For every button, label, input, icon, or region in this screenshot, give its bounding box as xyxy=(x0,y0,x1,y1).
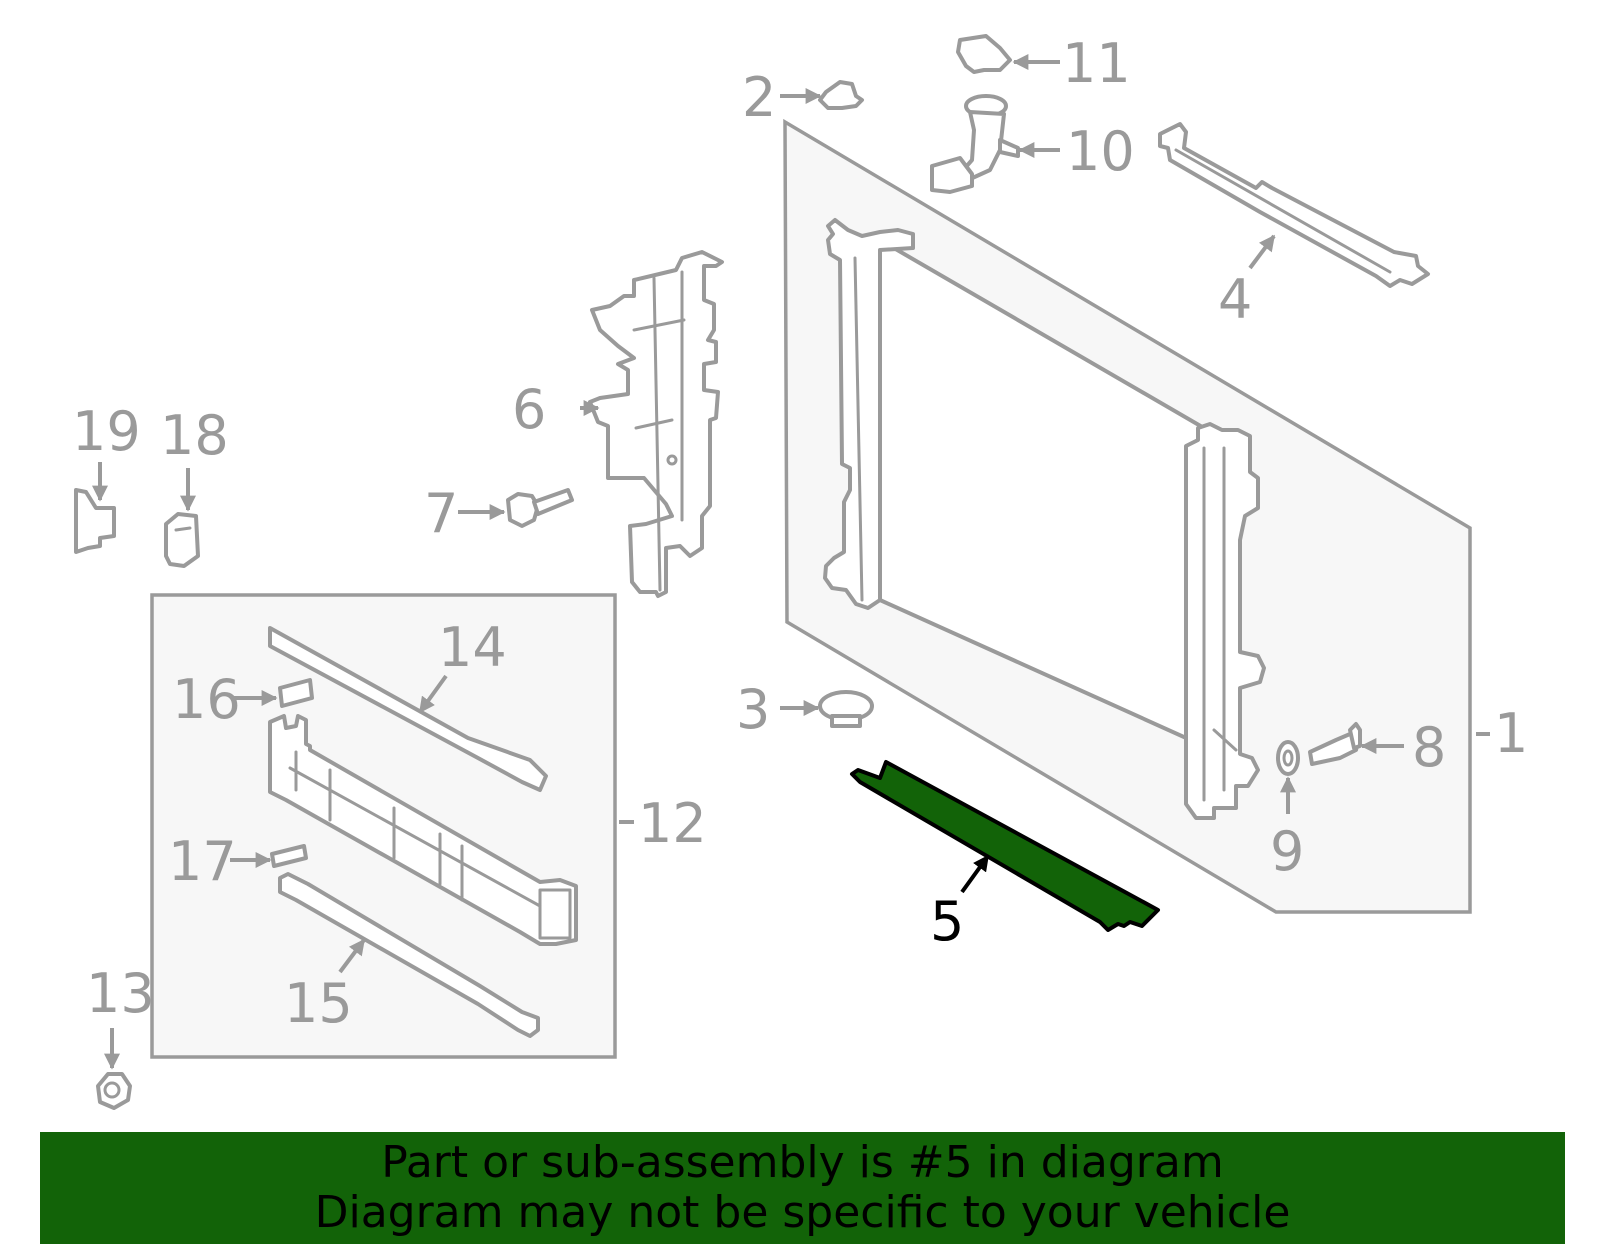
callout-7[interactable]: 7 xyxy=(424,482,458,545)
callout-8[interactable]: 8 xyxy=(1412,716,1446,779)
callout-1[interactable]: 1 xyxy=(1494,702,1528,765)
part-12-lower-support xyxy=(268,714,578,946)
part-10-filler-neck xyxy=(930,94,1020,194)
part-14-seal-upper xyxy=(268,626,548,792)
callout-6[interactable]: 6 xyxy=(512,378,546,441)
callout-labels: 1 2 3 4 5 6 7 8 9 10 11 12 13 14 15 16 1… xyxy=(72,32,1528,1035)
radiator-core xyxy=(823,218,1266,820)
part-15-seal-lower xyxy=(278,872,540,1038)
callout-15[interactable]: 15 xyxy=(284,972,353,1035)
part-18-clip xyxy=(164,512,200,568)
leader-lines xyxy=(92,54,1490,1070)
part-6-air-guide xyxy=(588,250,724,598)
part-9-washer xyxy=(1276,740,1300,776)
callout-13[interactable]: 13 xyxy=(86,962,155,1025)
lead-14 xyxy=(418,674,448,714)
part-4-bracket xyxy=(1158,122,1430,288)
part-8-fitting xyxy=(1308,722,1362,766)
callout-17[interactable]: 17 xyxy=(168,830,237,893)
banner-line-2: Diagram may not be specific to your vehi… xyxy=(314,1187,1291,1238)
callout-11[interactable]: 11 xyxy=(1062,32,1131,95)
banner-line-1: Part or sub-assembly is #5 in diagram xyxy=(381,1137,1224,1188)
callout-10[interactable]: 10 xyxy=(1066,120,1135,183)
info-banner: Part or sub-assembly is #5 in diagram Di… xyxy=(40,1132,1565,1244)
callout-18[interactable]: 18 xyxy=(160,404,229,467)
part-19-bracket xyxy=(74,488,116,554)
callout-5[interactable]: 5 xyxy=(930,890,964,953)
part-17-clip xyxy=(270,844,308,868)
part-16-clip xyxy=(278,678,314,708)
lead-15 xyxy=(338,938,366,974)
callout-16[interactable]: 16 xyxy=(172,668,241,731)
callout-12[interactable]: 12 xyxy=(638,792,707,855)
callout-19[interactable]: 19 xyxy=(72,400,141,463)
part-13-nut xyxy=(96,1072,132,1110)
lead-4 xyxy=(1248,234,1276,270)
callout-9[interactable]: 9 xyxy=(1270,820,1304,883)
part-7-bolt xyxy=(506,488,574,528)
part-11-cap xyxy=(956,34,1012,74)
part-2-cap xyxy=(818,80,864,110)
callout-3[interactable]: 3 xyxy=(736,678,770,741)
part-5-highlighted-seal[interactable] xyxy=(850,760,1160,932)
part-3-cap xyxy=(818,690,874,728)
callout-2[interactable]: 2 xyxy=(742,66,776,129)
callout-4[interactable]: 4 xyxy=(1218,268,1252,331)
callout-14[interactable]: 14 xyxy=(438,616,507,679)
lead-5 xyxy=(960,854,990,894)
